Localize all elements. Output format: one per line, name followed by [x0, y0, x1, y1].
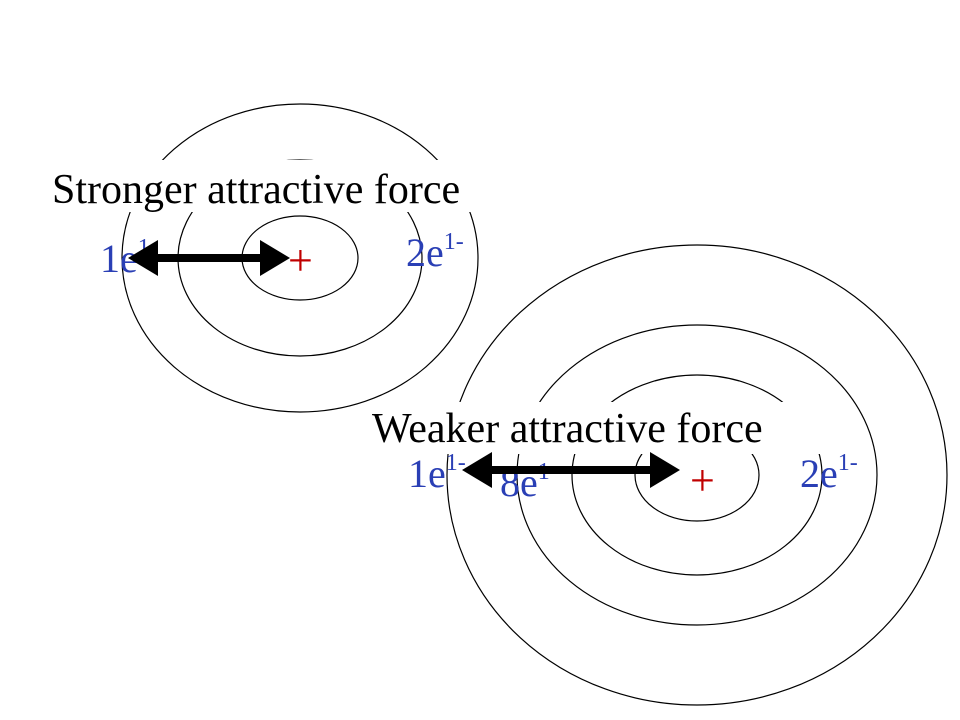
large-atom-shell-3 [516, 324, 878, 626]
weaker-force-arrow [462, 452, 680, 488]
small-atom-heading: Stronger attractive force [52, 167, 460, 213]
small-atom-heading-bg [48, 160, 518, 212]
stronger-force-arrow [128, 240, 290, 276]
large-atom-shell-label-outer: 1e1- [408, 450, 466, 496]
large-atom: Weaker attractive force 1e1- 8e1- 2e1- + [368, 244, 948, 706]
small-atom-shell-label-2: 2e1- [406, 229, 464, 275]
small-atom-outer-shell [121, 103, 479, 413]
large-atom-shell-label-right: 2e1- [800, 450, 858, 496]
large-atom-shell-label-middle: 8e1- [500, 459, 558, 505]
large-atom-heading: Weaker attractive force [372, 406, 763, 452]
small-atom: Stronger attractive force 1e1- 2e1- + [48, 103, 518, 413]
large-atom-heading-bg [368, 402, 820, 454]
small-atom-nucleus: + [288, 236, 313, 285]
large-atom-nucleus: + [690, 456, 715, 505]
large-atom-outer-shell [446, 244, 948, 706]
large-atom-shell-2 [571, 374, 823, 576]
